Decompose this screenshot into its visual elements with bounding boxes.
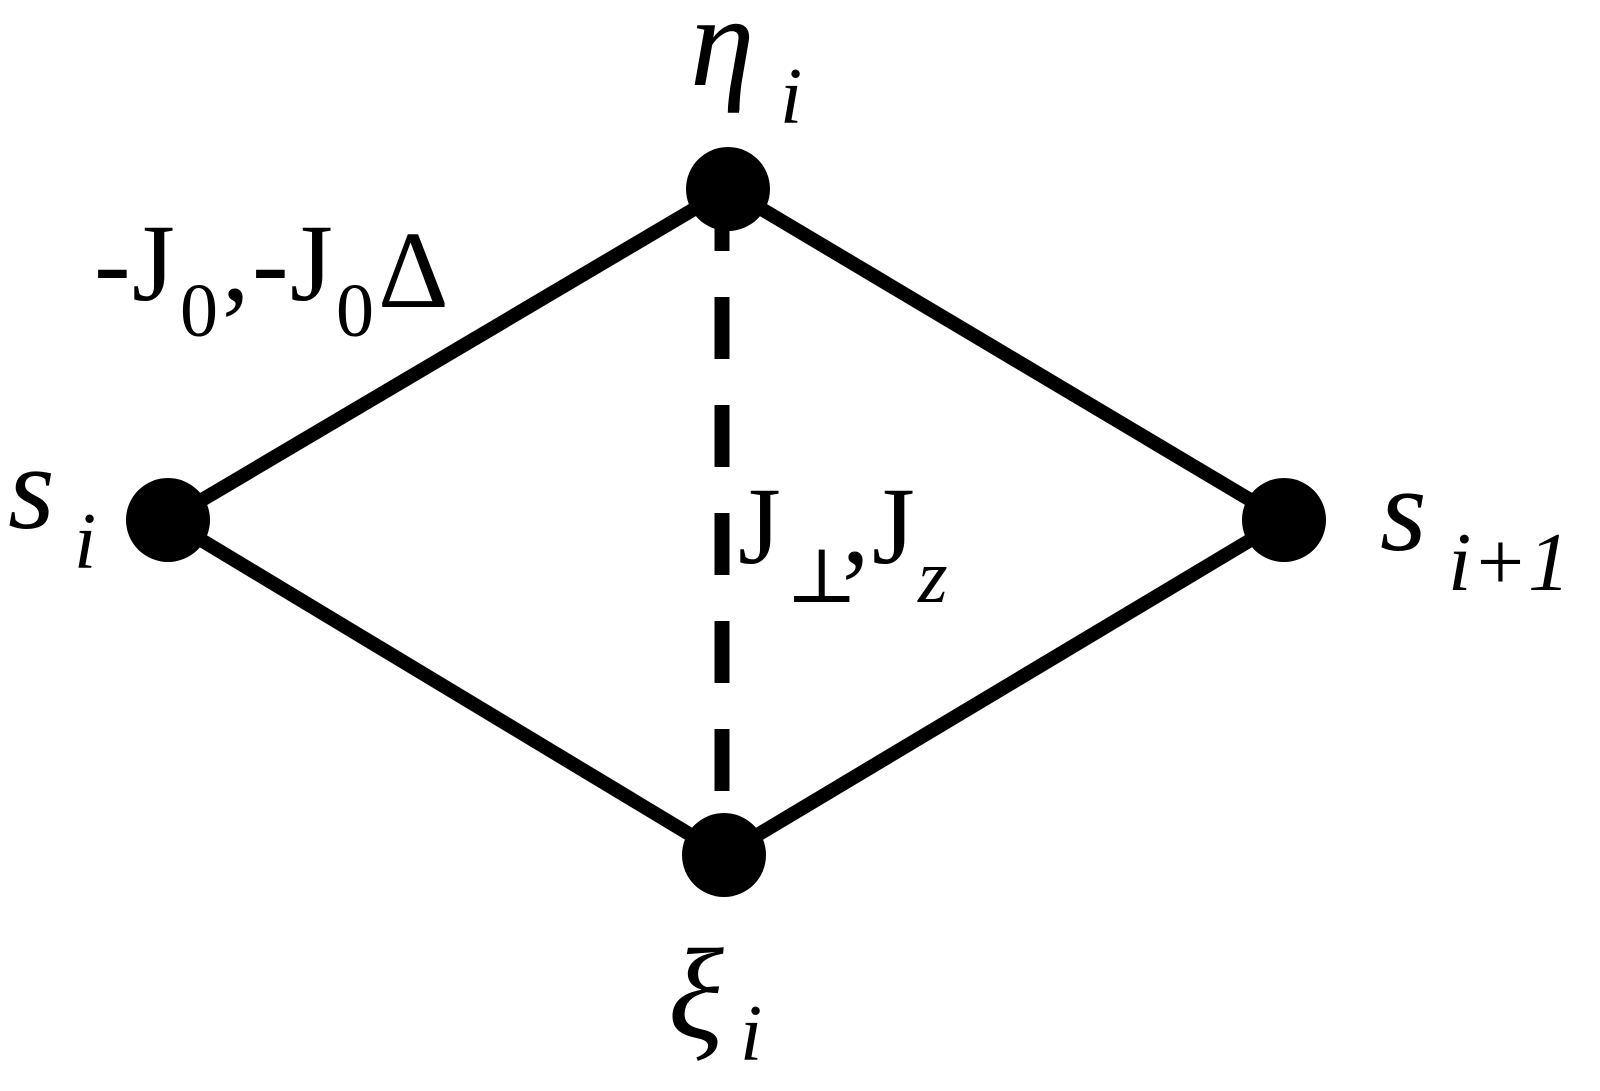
dashed-sep: , <box>842 465 870 587</box>
solid-j-1: J <box>132 202 175 324</box>
node-eta-i <box>686 147 770 231</box>
node-xi-i <box>682 813 766 897</box>
dashed-sub-2: z <box>917 535 948 619</box>
label-xi-i-symbol: ξ <box>668 923 724 1067</box>
solid-delta: Δ <box>378 209 449 331</box>
bond-xi-si <box>164 514 728 861</box>
solid-bonds <box>164 182 1288 862</box>
dashed-j-2: J <box>872 465 915 587</box>
label-s-i-sub: i <box>74 498 96 586</box>
solid-sub-2: 0 <box>336 269 374 353</box>
solid-minus-2: - <box>252 202 289 324</box>
label-solid-coupling: -J0,-J0Δ <box>94 202 449 353</box>
solid-sep: , <box>222 202 250 324</box>
solid-sub-1: 0 <box>180 269 218 353</box>
node-s-i <box>126 478 210 562</box>
label-s-i1-sub: i+1 <box>1448 516 1570 609</box>
label-dashed-coupling: J⊥,Jz <box>738 465 948 619</box>
label-eta-i-sub: i <box>780 53 802 141</box>
dashed-j-1: J <box>738 465 781 587</box>
bond-si-eta <box>164 182 732 527</box>
label-s-i-symbol: s <box>8 421 55 554</box>
bond-si1-xi <box>720 513 1288 862</box>
solid-minus-1: - <box>94 202 131 324</box>
label-eta-i-symbol: η <box>690 0 755 114</box>
node-s-i1 <box>1242 478 1326 562</box>
nodes <box>126 147 1326 897</box>
solid-j-2: J <box>290 202 333 324</box>
label-s-i1-symbol: s <box>1380 443 1427 576</box>
label-xi-i-sub: i <box>740 990 762 1078</box>
bond-eta-si1 <box>724 182 1288 527</box>
dashed-sub-1: ⊥ <box>786 535 857 619</box>
